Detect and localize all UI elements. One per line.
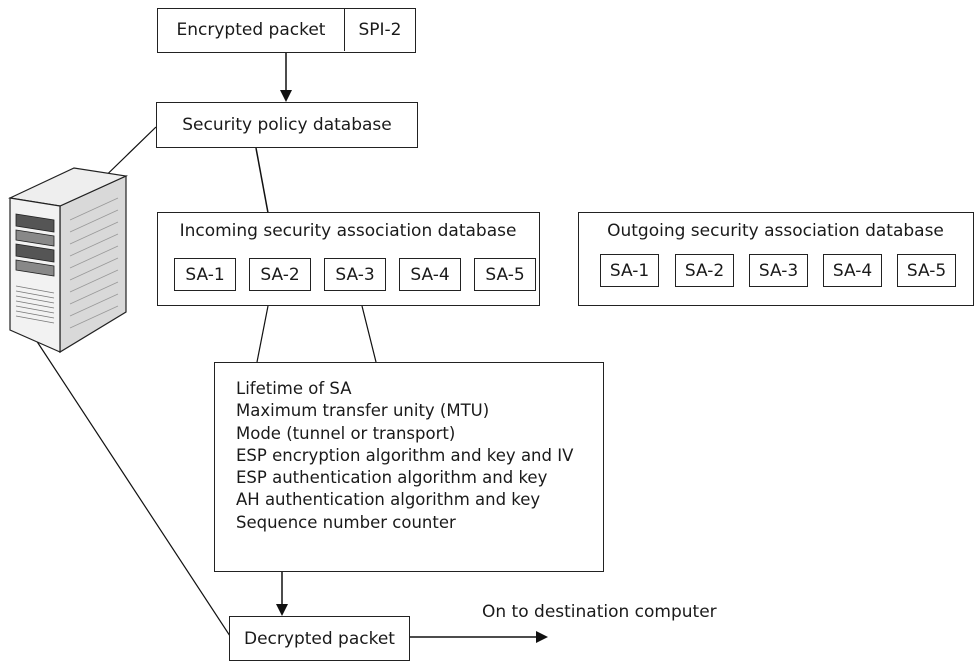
decrypted-packet-label: Decrypted packet (244, 628, 395, 649)
outgoing-sa-1: SA-1 (600, 254, 659, 287)
encrypted-packet-box: Encrypted packet SPI-2 (157, 8, 416, 53)
security-policy-database-label: Security policy database (182, 115, 392, 135)
server-icon (7, 167, 129, 354)
outgoing-sa-5: SA-5 (897, 254, 956, 287)
outgoing-sa-3: SA-3 (749, 254, 808, 287)
packet-divider (344, 9, 345, 51)
incoming-sa-database-title: Incoming security association database (179, 221, 517, 241)
incoming-sa-4: SA-4 (399, 258, 461, 291)
callout-left-line (256, 305, 269, 363)
incoming-sa-3: SA-3 (324, 258, 386, 291)
outgoing-sa-database-title: Outgoing security association database (607, 221, 944, 241)
security-policy-database-box: Security policy database (156, 102, 418, 148)
sa-attribute-item: Maximum transfer unity (MTU) (236, 401, 490, 421)
sa-attribute-item: Sequence number counter (236, 512, 456, 532)
spi-label: SPI-2 (358, 20, 402, 40)
incoming-sa-1: SA-1 (174, 258, 236, 291)
encrypted-packet-label: Encrypted packet (176, 20, 326, 40)
incoming-sa-2: SA-2 (249, 258, 311, 291)
incoming-sa-5: SA-5 (474, 258, 536, 291)
server-to-decrypted-line (35, 339, 231, 637)
sa-attribute-item: AH authentication algorithm and key (236, 490, 541, 510)
outgoing-sa-4: SA-4 (823, 254, 882, 287)
sa-attribute-item: ESP encryption algorithm and key and IV (236, 445, 574, 465)
outgoing-sa-2: SA-2 (675, 254, 734, 287)
sa-attributes-list: Lifetime of SA Maximum transfer unity (M… (236, 378, 573, 534)
sa-attribute-item: Mode (tunnel or transport) (236, 423, 456, 443)
destination-label: On to destination computer (482, 602, 717, 622)
sa-attribute-item: Lifetime of SA (236, 379, 352, 398)
sa-attribute-item: ESP authentication algorithm and key (236, 468, 548, 488)
decrypted-packet-box: Decrypted packet (229, 616, 410, 661)
sa-attributes-box (214, 362, 604, 572)
callout-right-line (361, 305, 377, 363)
